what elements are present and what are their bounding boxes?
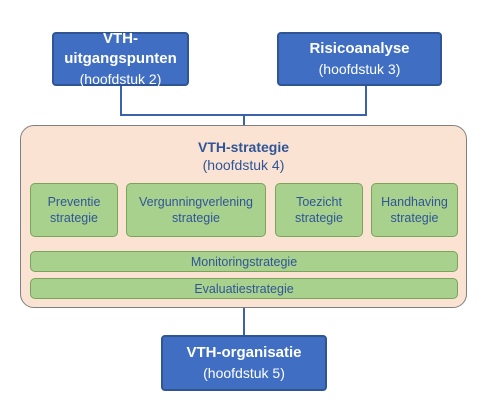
vth-uitgangspunten-box: VTH-uitgangspunten (hoofdstuk 2) <box>52 30 189 87</box>
monitoringstrategie-bar: Monitoringstrategie <box>30 251 458 272</box>
preventie-strategie-box: Preventie strategie <box>30 183 118 237</box>
handhaving-strategie-line1: Handhaving <box>381 195 448 209</box>
vth-uitgangspunten-title: VTH-uitgangspunten <box>64 30 177 67</box>
risicoanalyse-title: Risicoanalyse <box>309 40 410 57</box>
connector-left-vertical <box>120 84 122 115</box>
vth-uitgangspunten-chapter: (hoofdstuk 2) <box>79 71 162 87</box>
preventie-strategie-line2: strategie <box>50 211 98 225</box>
handhaving-strategie-box: Handhaving strategie <box>371 183 458 237</box>
connector-center-bottom <box>243 307 245 337</box>
risicoanalyse-box: Risicoanalyse (hoofdstuk 3) <box>277 32 442 86</box>
vergunningverlening-strategie-line2: strategie <box>172 211 220 225</box>
vth-organisatie-chapter: (hoofdstuk 5) <box>203 365 285 381</box>
handhaving-strategie-line2: strategie <box>390 211 439 225</box>
vth-strategie-panel: VTH-strategie (hoofdstuk 4) Preventie st… <box>20 125 467 308</box>
evaluatiestrategie-label: Evaluatiestrategie <box>194 281 294 296</box>
toezicht-strategie-line1: Toezicht <box>296 195 342 209</box>
vth-organisatie-title: VTH-organisatie <box>186 344 302 361</box>
connector-right-vertical <box>365 84 367 115</box>
connector-center-top <box>243 114 245 126</box>
evaluatiestrategie-bar: Evaluatiestrategie <box>30 278 458 299</box>
vth-organisatie-box: VTH-organisatie (hoofdstuk 5) <box>161 335 327 391</box>
vth-strategie-heading: VTH-strategie (hoofdstuk 4) <box>21 138 466 174</box>
vth-strategie-title: VTH-strategie <box>197 139 290 155</box>
risicoanalyse-chapter: (hoofdstuk 3) <box>318 61 401 77</box>
monitoringstrategie-label: Monitoringstrategie <box>190 254 298 269</box>
vergunningverlening-strategie-line1: Vergunningverlening <box>139 195 253 209</box>
vergunningverlening-strategie-box: Vergunningverlening strategie <box>126 183 266 237</box>
toezicht-strategie-line2: strategie <box>295 211 343 225</box>
vth-strategie-chapter: (hoofdstuk 4) <box>202 157 285 173</box>
toezicht-strategie-box: Toezicht strategie <box>275 183 363 237</box>
preventie-strategie-line1: Preventie <box>47 195 101 209</box>
